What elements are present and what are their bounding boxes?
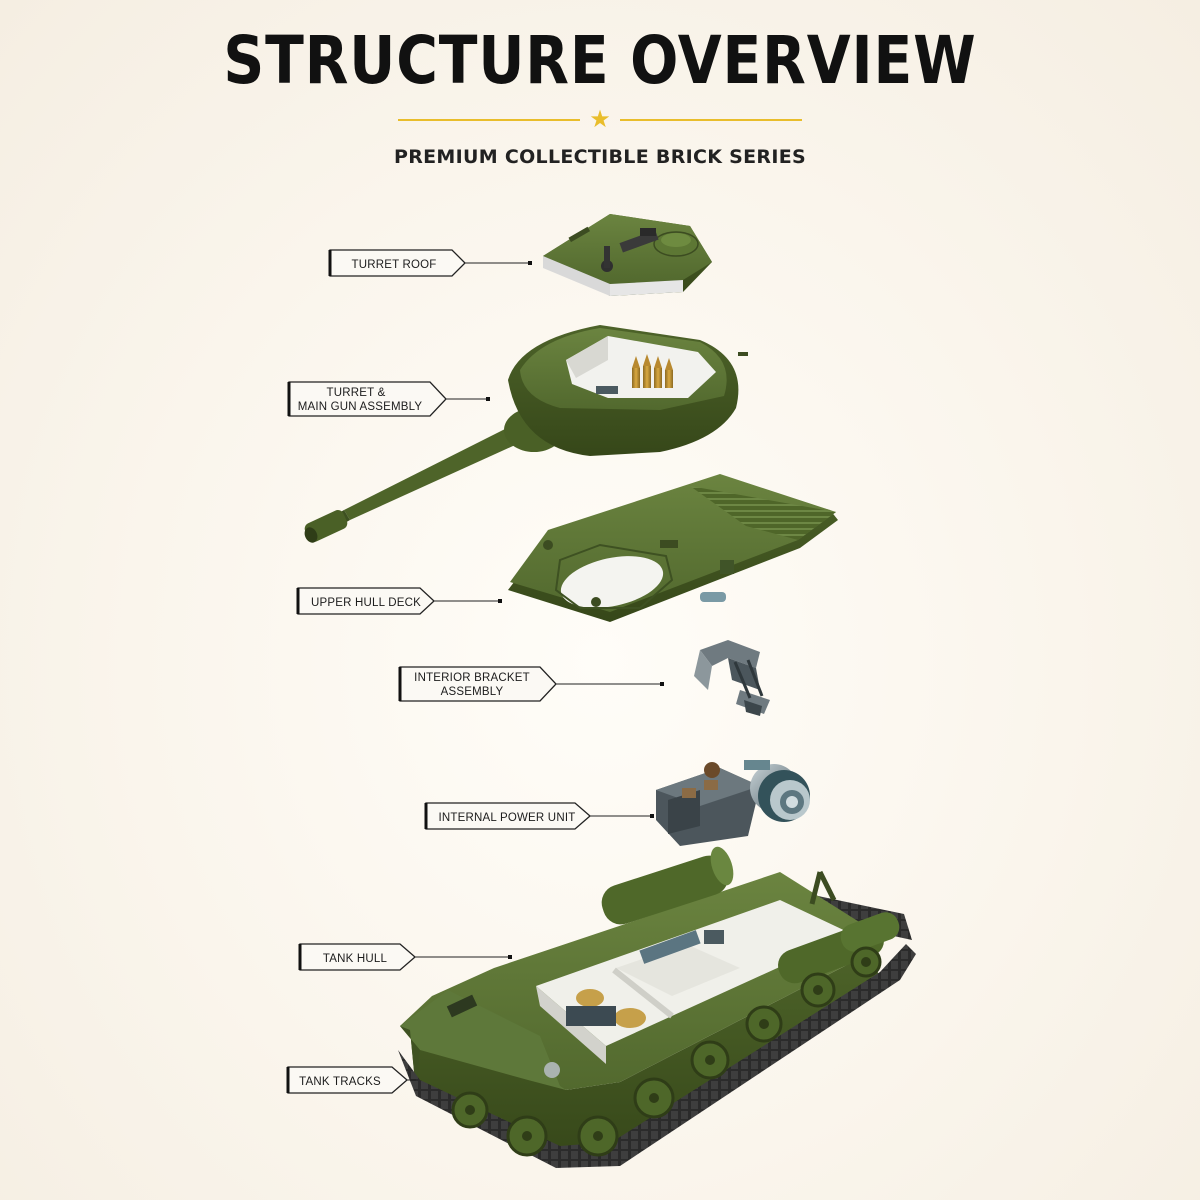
callout-label-line-1: TURRET & <box>327 387 386 399</box>
callout-label-line-2: MAIN GUN ASSEMBLY <box>298 401 423 413</box>
callout-label: UPPER HULL DECK <box>311 597 421 609</box>
callout-label-line-2: ASSEMBLY <box>441 686 504 698</box>
tank-tracks-part <box>398 944 916 1168</box>
callout-tank-tracks: TANK TRACKS <box>286 1066 416 1094</box>
turret-main-gun-part <box>304 325 748 543</box>
callout-turret-roof: TURRET ROOF <box>328 249 532 277</box>
page-title: STRUCTURE OVERVIEW <box>223 22 977 99</box>
divider-line-left <box>398 119 580 121</box>
callout-label-line-1: INTERIOR BRACKET <box>414 672 530 684</box>
internal-power-unit-part <box>656 760 810 846</box>
road-wheels <box>451 946 882 1157</box>
tank-hull-part <box>400 846 912 1162</box>
turret-roof-part <box>543 214 712 296</box>
callout-label: TANK TRACKS <box>299 1076 381 1088</box>
rear-fuel-drum <box>601 846 734 925</box>
upper-hull-deck-part <box>508 474 838 622</box>
callout-label: TURRET ROOF <box>351 259 436 271</box>
side-fuel-drum <box>778 912 900 984</box>
callout-upper-hull-deck: UPPER HULL DECK <box>296 587 502 615</box>
rear-stand <box>809 870 837 905</box>
callout-tank-hull: TANK HULL <box>298 943 512 971</box>
title-divider: ★ <box>398 106 802 132</box>
callout-label: INTERNAL POWER UNIT <box>439 812 576 824</box>
star-icon: ★ <box>589 105 611 133</box>
callout-interior-bracket: INTERIOR BRACKET ASSEMBLY <box>398 666 664 702</box>
divider-line-right <box>620 119 802 121</box>
page-subtitle: PREMIUM COLLECTIBLE BRICK SERIES <box>394 146 806 168</box>
interior-bracket-part <box>694 640 770 716</box>
callout-label: TANK HULL <box>323 953 388 965</box>
ammo-shells <box>632 354 673 388</box>
callout-internal-power-unit: INTERNAL POWER UNIT <box>424 802 654 830</box>
callout-turret-main-gun: TURRET & MAIN GUN ASSEMBLY <box>287 381 490 417</box>
